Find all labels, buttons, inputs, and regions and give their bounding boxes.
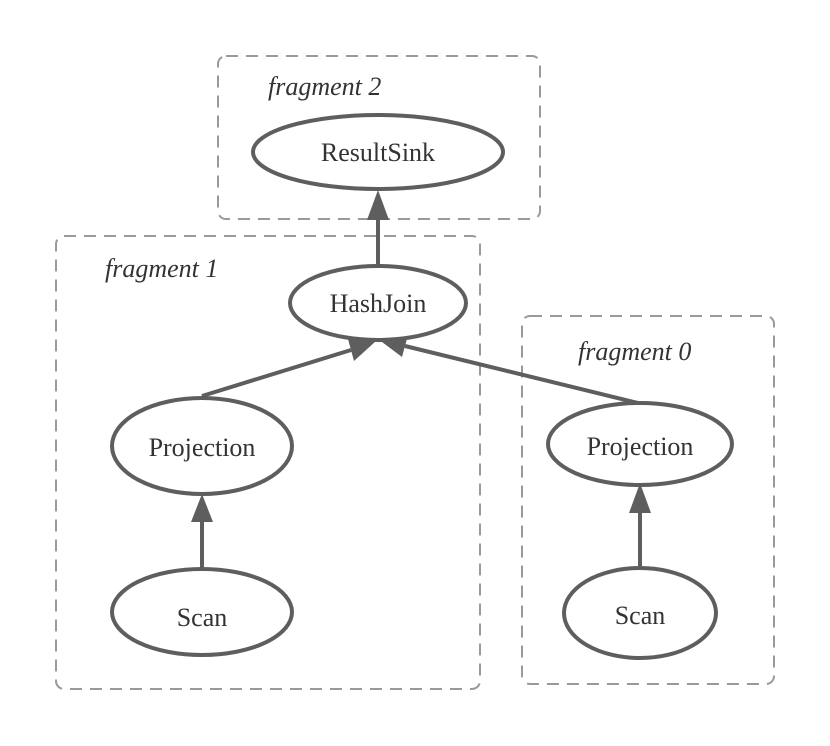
fragment-0-group: fragment 0 bbox=[521, 315, 775, 685]
edge-line bbox=[201, 348, 352, 398]
node-projection-0: Projection bbox=[546, 401, 734, 487]
node-label-scan-1: Scan bbox=[177, 603, 228, 632]
edge-scan-0-to-projection-0 bbox=[629, 483, 651, 570]
fragment-0-label: fragment 0 bbox=[578, 337, 691, 366]
node-hash-join: HashJoin bbox=[288, 264, 468, 342]
fragment-2-label: fragment 2 bbox=[268, 72, 381, 101]
node-ellipse bbox=[110, 396, 294, 496]
node-ellipse bbox=[288, 264, 468, 342]
edge-projection-1-to-hash-join bbox=[201, 339, 376, 398]
node-label-hash-join: HashJoin bbox=[330, 289, 427, 318]
arrowhead-icon bbox=[348, 339, 376, 361]
node-scan-0: Scan bbox=[562, 566, 718, 660]
edge-scan-1-to-projection-1 bbox=[191, 494, 213, 572]
node-scan-1: Scan bbox=[110, 567, 294, 657]
node-ellipse bbox=[562, 566, 718, 660]
edges-group bbox=[191, 190, 651, 572]
node-result-sink: ResultSink bbox=[251, 113, 505, 191]
fragment-1-label: fragment 1 bbox=[105, 254, 218, 283]
arrowhead-icon bbox=[367, 190, 389, 220]
node-ellipse bbox=[110, 567, 294, 657]
node-label-result-sink: ResultSink bbox=[321, 138, 435, 167]
arrowhead-icon bbox=[629, 483, 651, 513]
edge-line bbox=[404, 344, 639, 405]
fragment-1-box bbox=[55, 235, 481, 690]
fragment-1-group: fragment 1 bbox=[55, 235, 481, 690]
node-projection-1: Projection bbox=[110, 396, 294, 496]
edge-hash-join-to-result-sink bbox=[367, 190, 389, 266]
node-ellipse bbox=[546, 401, 734, 487]
node-label-projection-1: Projection bbox=[149, 433, 256, 462]
fragment-0-box bbox=[521, 315, 775, 685]
node-label-projection-0: Projection bbox=[587, 432, 694, 461]
node-label-scan-0: Scan bbox=[615, 601, 666, 630]
node-ellipse bbox=[251, 113, 505, 191]
arrowhead-icon bbox=[191, 494, 213, 522]
